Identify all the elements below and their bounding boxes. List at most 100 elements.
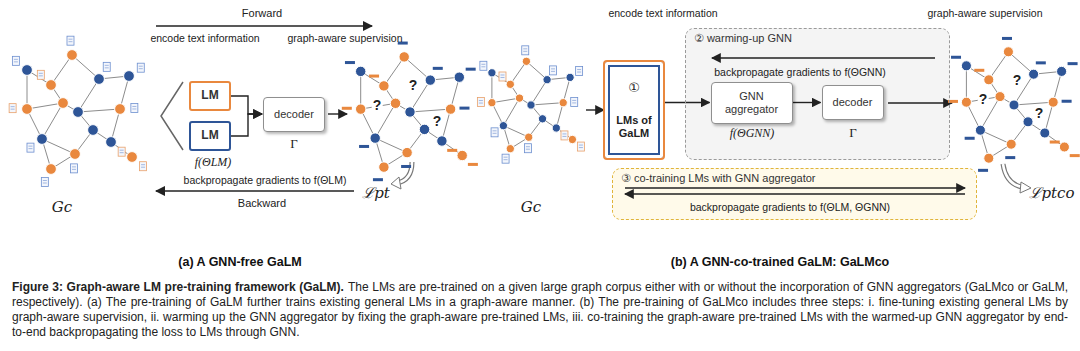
document-icon bbox=[561, 131, 568, 140]
document-line bbox=[14, 59, 18, 60]
node-label: LM bbox=[201, 129, 218, 143]
graph-illustration bbox=[477, 46, 584, 163]
graph-node bbox=[1003, 47, 1013, 57]
embedding-bar bbox=[401, 165, 411, 168]
function-label: f(ΘGNN) bbox=[730, 126, 775, 141]
embedding-bar bbox=[459, 107, 469, 110]
document-icon bbox=[103, 62, 110, 71]
loss-arrow-outline bbox=[1003, 164, 1022, 187]
document-icon bbox=[41, 178, 48, 187]
document-line bbox=[28, 146, 32, 147]
lm-box: LM bbox=[189, 81, 231, 111]
annotation: encode text information bbox=[150, 32, 259, 44]
annotation: backpropagate gradients to f(ΘLM) bbox=[184, 174, 347, 186]
region-title: ② warming-up GNN bbox=[694, 32, 792, 45]
graph-node bbox=[559, 99, 567, 107]
document-icon bbox=[499, 72, 506, 81]
graph-node bbox=[961, 97, 971, 107]
embedding-bar bbox=[1062, 100, 1072, 103]
graph-node bbox=[1023, 117, 1033, 127]
graph-node bbox=[538, 115, 546, 123]
graph-edge bbox=[78, 109, 120, 112]
document-line bbox=[141, 164, 145, 165]
graph-node bbox=[355, 66, 365, 76]
loss-arrow-head bbox=[391, 177, 401, 189]
graph-node bbox=[1006, 139, 1016, 149]
document-icon bbox=[27, 143, 34, 152]
node-label: decoder bbox=[274, 108, 314, 121]
document-line bbox=[551, 71, 555, 72]
document-line bbox=[572, 102, 576, 103]
embedding-bar bbox=[1005, 156, 1015, 159]
graph-node bbox=[568, 135, 576, 143]
backprop-arrow bbox=[625, 193, 965, 194]
annotation: backpropagate gradients to f(ΘLM, ΘGNN) bbox=[690, 201, 890, 213]
document-line bbox=[11, 109, 15, 110]
document-line bbox=[562, 133, 566, 134]
document-line bbox=[523, 51, 527, 52]
graph-node bbox=[425, 75, 435, 85]
region-fill bbox=[612, 168, 977, 220]
graph-node bbox=[46, 164, 57, 175]
unknown-mark: ? bbox=[432, 114, 443, 128]
graph-edge bbox=[503, 98, 519, 126]
graph-node bbox=[437, 136, 447, 146]
graph-node bbox=[984, 75, 994, 85]
document-icon bbox=[140, 162, 147, 171]
loss-arrow bbox=[1003, 164, 1031, 193]
document-icon bbox=[67, 36, 74, 45]
graph-illustration bbox=[342, 42, 478, 182]
document-line bbox=[43, 180, 47, 181]
graph-node bbox=[70, 149, 81, 160]
embedding-bar bbox=[373, 178, 383, 181]
graph-node bbox=[1009, 100, 1019, 110]
graph-node bbox=[566, 73, 574, 81]
graph-node bbox=[506, 145, 514, 153]
document-icon bbox=[70, 164, 77, 173]
document-line bbox=[11, 106, 15, 107]
graph-node bbox=[58, 98, 69, 109]
forward-arrow bbox=[625, 187, 965, 188]
embedding-bar bbox=[1036, 61, 1046, 64]
document-line bbox=[504, 159, 508, 160]
region-fill bbox=[685, 28, 950, 160]
output-arrow bbox=[328, 113, 347, 114]
document-line bbox=[28, 148, 32, 149]
graph-node bbox=[552, 124, 560, 132]
annotation: encode text information bbox=[608, 7, 717, 19]
decoder-box: decoder bbox=[822, 85, 884, 120]
graph-node bbox=[457, 150, 467, 160]
node-label: ① bbox=[628, 81, 640, 96]
direction-label: Forward bbox=[242, 7, 282, 19]
unknown-mark: ? bbox=[1012, 73, 1023, 87]
loss-label: ℒptco bbox=[1029, 182, 1074, 202]
document-line bbox=[479, 100, 483, 101]
input-arrow bbox=[586, 109, 604, 110]
graph-node bbox=[88, 125, 99, 136]
graph-node bbox=[1057, 66, 1067, 76]
document-line bbox=[526, 149, 530, 150]
embedding-bar bbox=[1070, 154, 1080, 157]
bracket bbox=[161, 82, 183, 150]
node-label: LM bbox=[201, 89, 218, 103]
connector-arrow bbox=[231, 114, 262, 136]
document-line bbox=[579, 145, 583, 146]
document-line bbox=[577, 72, 581, 73]
graph-node bbox=[370, 133, 380, 143]
embedding-bar bbox=[447, 149, 457, 152]
graph-node bbox=[67, 50, 78, 61]
subfigure-caption: (b) A GNN-co-trained GaLM: GaLMco bbox=[671, 255, 890, 269]
figure-caption: Figure 3: Graph-aware LM pre-training fr… bbox=[12, 280, 1068, 340]
graph-node bbox=[46, 80, 57, 91]
subfigure-caption: (a) A GNN-free GaLM bbox=[178, 255, 301, 269]
document-line bbox=[43, 183, 47, 184]
loss-arrow-body bbox=[1003, 164, 1022, 187]
embedding-bar bbox=[978, 169, 988, 172]
graph-node bbox=[419, 124, 429, 134]
lm-stack-box: ①LMs of GaLM bbox=[603, 60, 665, 160]
loss-arrow-head bbox=[1020, 182, 1031, 193]
document-line bbox=[132, 106, 136, 107]
region-title: ③ co-training LMs with GNN aggregator bbox=[621, 172, 816, 185]
embedding-bar bbox=[965, 137, 975, 140]
graph-node bbox=[515, 94, 523, 102]
